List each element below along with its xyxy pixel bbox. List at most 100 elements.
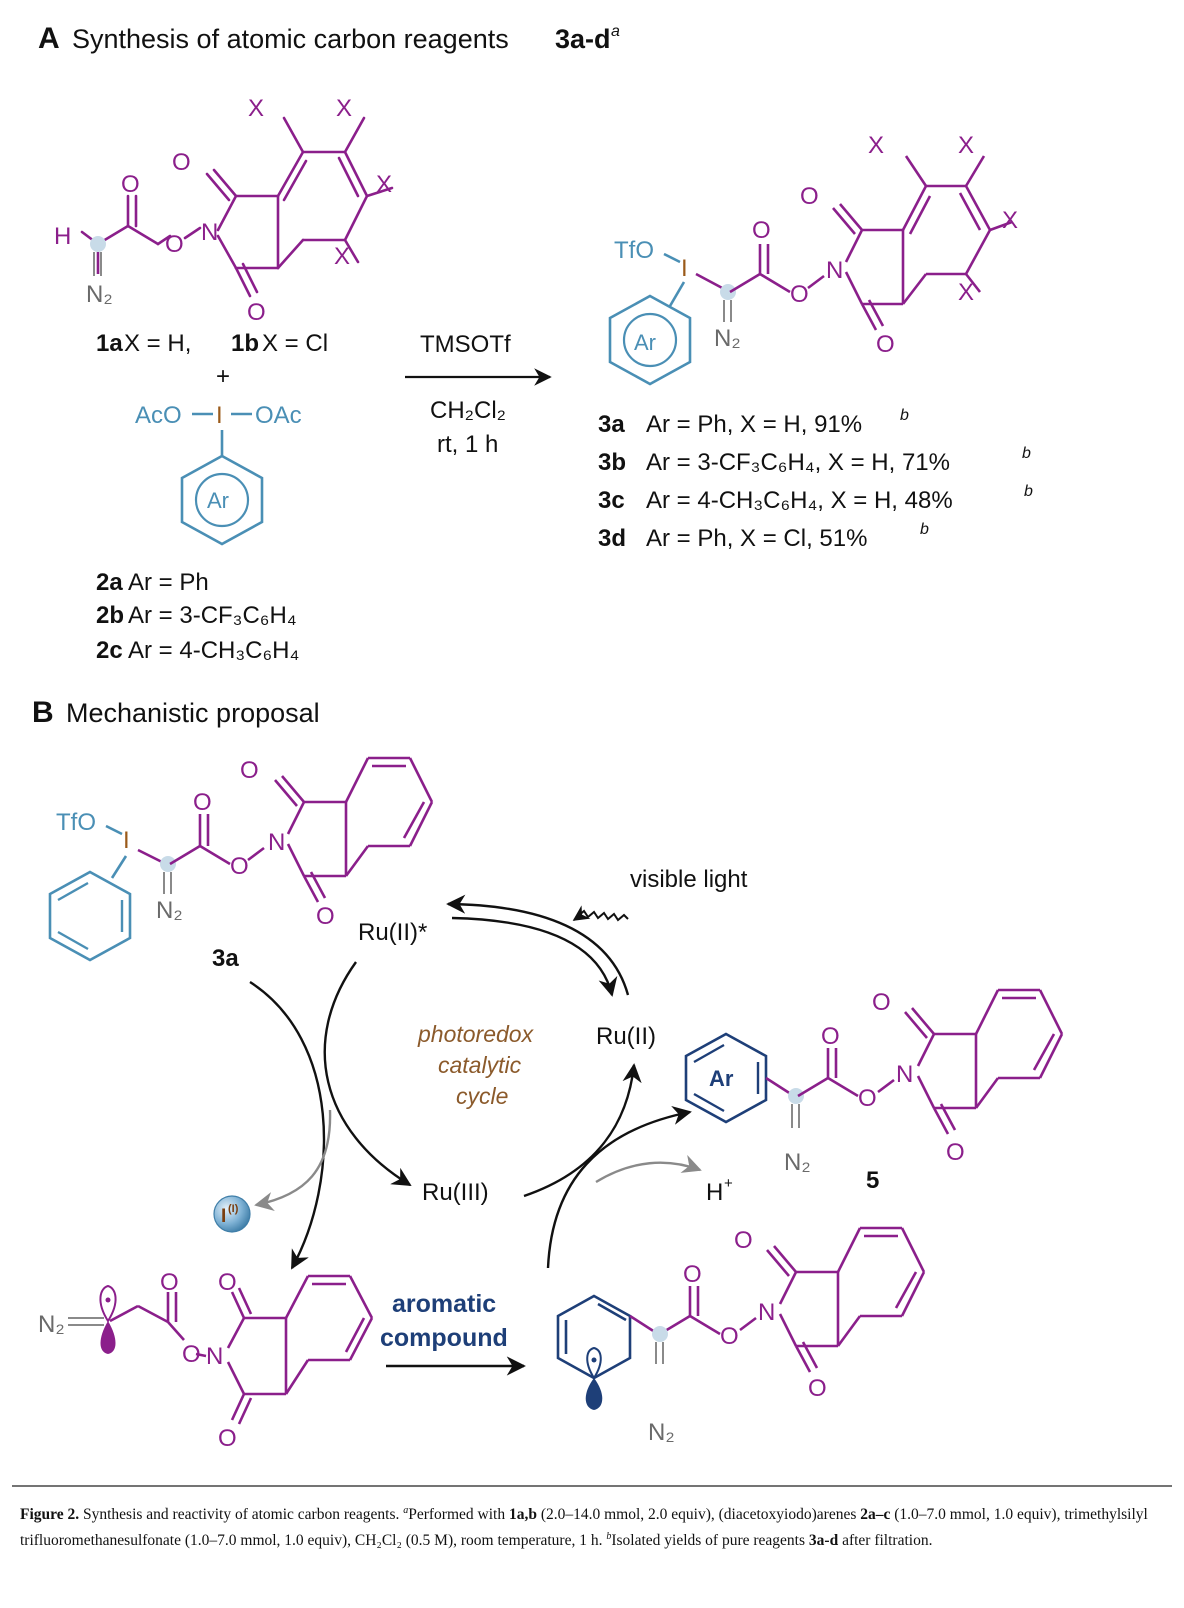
cyclohexadienyl-carbonyl-o: O [683, 1261, 702, 1288]
reagent-3a-iodine: I [123, 827, 130, 854]
carbyne-imide-o-top: O [218, 1269, 237, 1296]
reactant-1-imide-o-bottom: O [247, 299, 266, 326]
reactant-1a-id: 1a [96, 330, 123, 357]
product-5-ester-o: O [858, 1085, 877, 1112]
caption-note-b-part-2: after filtration. [838, 1532, 933, 1550]
ru2-label: Ru(II) [596, 1023, 656, 1050]
cycle-label-line-3: cycle [456, 1083, 508, 1109]
product-3d-id: 3d [598, 525, 626, 552]
conditions-time: rt, 1 h [437, 431, 498, 458]
reactant-1-diazo-n2: N₂ [86, 281, 113, 308]
product-3-imide-o-bottom: O [876, 331, 895, 358]
reagent-2c-text: Ar = 4-CH₃C₆H₄ [128, 637, 299, 664]
regeneration-arrow [523, 1063, 642, 1198]
reaction-scheme: A Synthesis of atomic carbon reagents 3a… [12, 22, 1172, 1487]
product-5-imide-o-top: O [872, 989, 891, 1016]
reactant-1-x4: X [334, 243, 350, 270]
oxidation-arrow [546, 1105, 692, 1269]
reagent-3a-structure: TfO I N₂ [48, 756, 434, 962]
carbyne-diazo-n2: N₂ [38, 1311, 65, 1338]
product-5-structure: Ar N₂ O [684, 988, 1064, 1194]
product-3-x3: X [1002, 207, 1018, 234]
product-3-structure: TfO I Ar N₂ [608, 132, 1018, 386]
reactant-1-hydrogen: H [54, 223, 71, 250]
reagent-3a-tfo: TfO [56, 809, 96, 836]
reaction-arrow-a: TMSOTf CH₂Cl₂ rt, 1 h [405, 331, 552, 458]
carbyne-ester-o: O [182, 1341, 201, 1368]
product-3c-text: Ar = 4-CH₃C₆H₄, X = H, 48% [646, 487, 953, 514]
cyclohexadienyl-intermediate: N₂ O O N O O [556, 1226, 926, 1446]
product-3-tfo: TfO [614, 237, 654, 264]
product-3-ester-o: O [790, 281, 809, 308]
caption-note-b-mark: b [606, 1531, 612, 1543]
conditions-solvent: CH₂Cl₂ [430, 397, 506, 424]
caption-note-a-part-2: (2.0–14.0 mmol, 2.0 equiv), (diacetoxyio… [536, 1506, 861, 1524]
reagent-3a-imide-o-top: O [240, 757, 259, 784]
product-3c-footnote: b [1024, 483, 1033, 500]
reactant-1-x2: X [336, 95, 352, 122]
reactant-1-label: 1a X = H, 1b X = Cl + [96, 330, 328, 390]
reagent-2a-text: Ar = Ph [128, 569, 209, 596]
cyclohexadienyl-imide-n: N [758, 1299, 775, 1326]
oxidative-quench-arrow [323, 961, 412, 1187]
excitation-arrow [446, 894, 630, 996]
ru2-excited-label: Ru(II)* [358, 919, 427, 946]
cyclohexadienyl-diazo-n2: N₂ [648, 1419, 675, 1446]
iodine-badge-symbol: I [221, 1206, 226, 1227]
caption-note-a-compounds-2: 2a–c [860, 1506, 891, 1524]
reagent-3a-imide-n: N [268, 829, 285, 856]
reactant-1-carbonyl-o: O [121, 171, 140, 198]
carbyne-imide-n: N [206, 1343, 223, 1370]
proton-label: H [706, 1179, 723, 1206]
product-3-ar: Ar [634, 330, 656, 355]
iodine-badge-oxidation: (I) [228, 1203, 239, 1215]
reagent-3a-carbonyl-o: O [193, 789, 212, 816]
cyclohexadienyl-ester-o: O [720, 1323, 739, 1350]
reactant-2-aco: AcO [135, 402, 182, 429]
aromatic-addition-step: aromatic compound [380, 1290, 526, 1376]
reactant-1b-text: X = Cl [262, 330, 328, 357]
product-3-carbonyl-o: O [752, 217, 771, 244]
reactant-1-ester-o: O [165, 231, 184, 258]
reagent-3a-ester-o: O [230, 853, 249, 880]
photoredox-cycle: Ru(II)* Ru(II) Ru(III) visible light pho… [213, 866, 748, 1270]
deprotonation-arrow [595, 1154, 702, 1184]
reagent-2c-id: 2c [96, 637, 123, 664]
product-3b-text: Ar = 3-CF₃C₆H₄, X = H, 71% [646, 449, 950, 476]
product-3-imide-n: N [826, 257, 843, 284]
caption-note-a-mark: a [403, 1505, 409, 1516]
product-3a-id: 3a [598, 411, 625, 438]
reactant-1-x1: X [248, 95, 264, 122]
product-3-x1: X [868, 132, 884, 159]
reagent-tmsotf: TMSOTf [420, 331, 511, 358]
caption-text: Synthesis and reactivity of atomic carbo… [79, 1506, 404, 1524]
visible-light-squiggle [577, 909, 629, 922]
reactant-2-iodine: I [216, 402, 223, 429]
reactant-2-ar: Ar [207, 488, 229, 513]
cycle-label-line-2: catalytic [438, 1052, 522, 1078]
product-3d-text: Ar = Ph, X = Cl, 51% [646, 525, 867, 552]
product-5-ar: Ar [709, 1066, 734, 1091]
aromatic-compound-line-1: aromatic [392, 1290, 496, 1318]
figure-label: Figure 2. [20, 1506, 80, 1524]
reactant-1a-text: X = H, [124, 330, 191, 357]
product-3b-id: 3b [598, 449, 626, 476]
cyclohexadienyl-imide-o-bottom: O [808, 1375, 827, 1402]
caption-note-b-compounds: 3a-d [808, 1532, 839, 1550]
reactant-2-labels: 2a Ar = Ph 2b Ar = 3-CF₃C₆H₄ 2c Ar = 4-C… [96, 569, 299, 664]
product-3-x2: X [958, 132, 974, 159]
panel-a-title-footnote: a [611, 23, 620, 40]
product-3-diazo-n2: N₂ [714, 325, 741, 352]
panel-a-header: A Synthesis of atomic carbon reagents 3a… [38, 22, 620, 55]
panel-b-header: B Mechanistic proposal [32, 696, 320, 729]
reduction-arrow [249, 980, 326, 1270]
product-3a-footnote: b [900, 407, 909, 424]
reagent-3a-label: 3a [212, 945, 239, 972]
visible-light-label: visible light [630, 866, 748, 893]
reactant-2-oac: OAc [255, 402, 302, 429]
panel-a-title-compounds: 3a-d [555, 24, 611, 54]
carbyne-carbonyl-o: O [160, 1269, 179, 1296]
reagent-2a-id: 2a [96, 569, 123, 596]
product-list: 3a Ar = Ph, X = H, 91% b 3b Ar = 3-CF₃C₆… [598, 407, 1033, 552]
product-5-label: 5 [866, 1167, 879, 1194]
